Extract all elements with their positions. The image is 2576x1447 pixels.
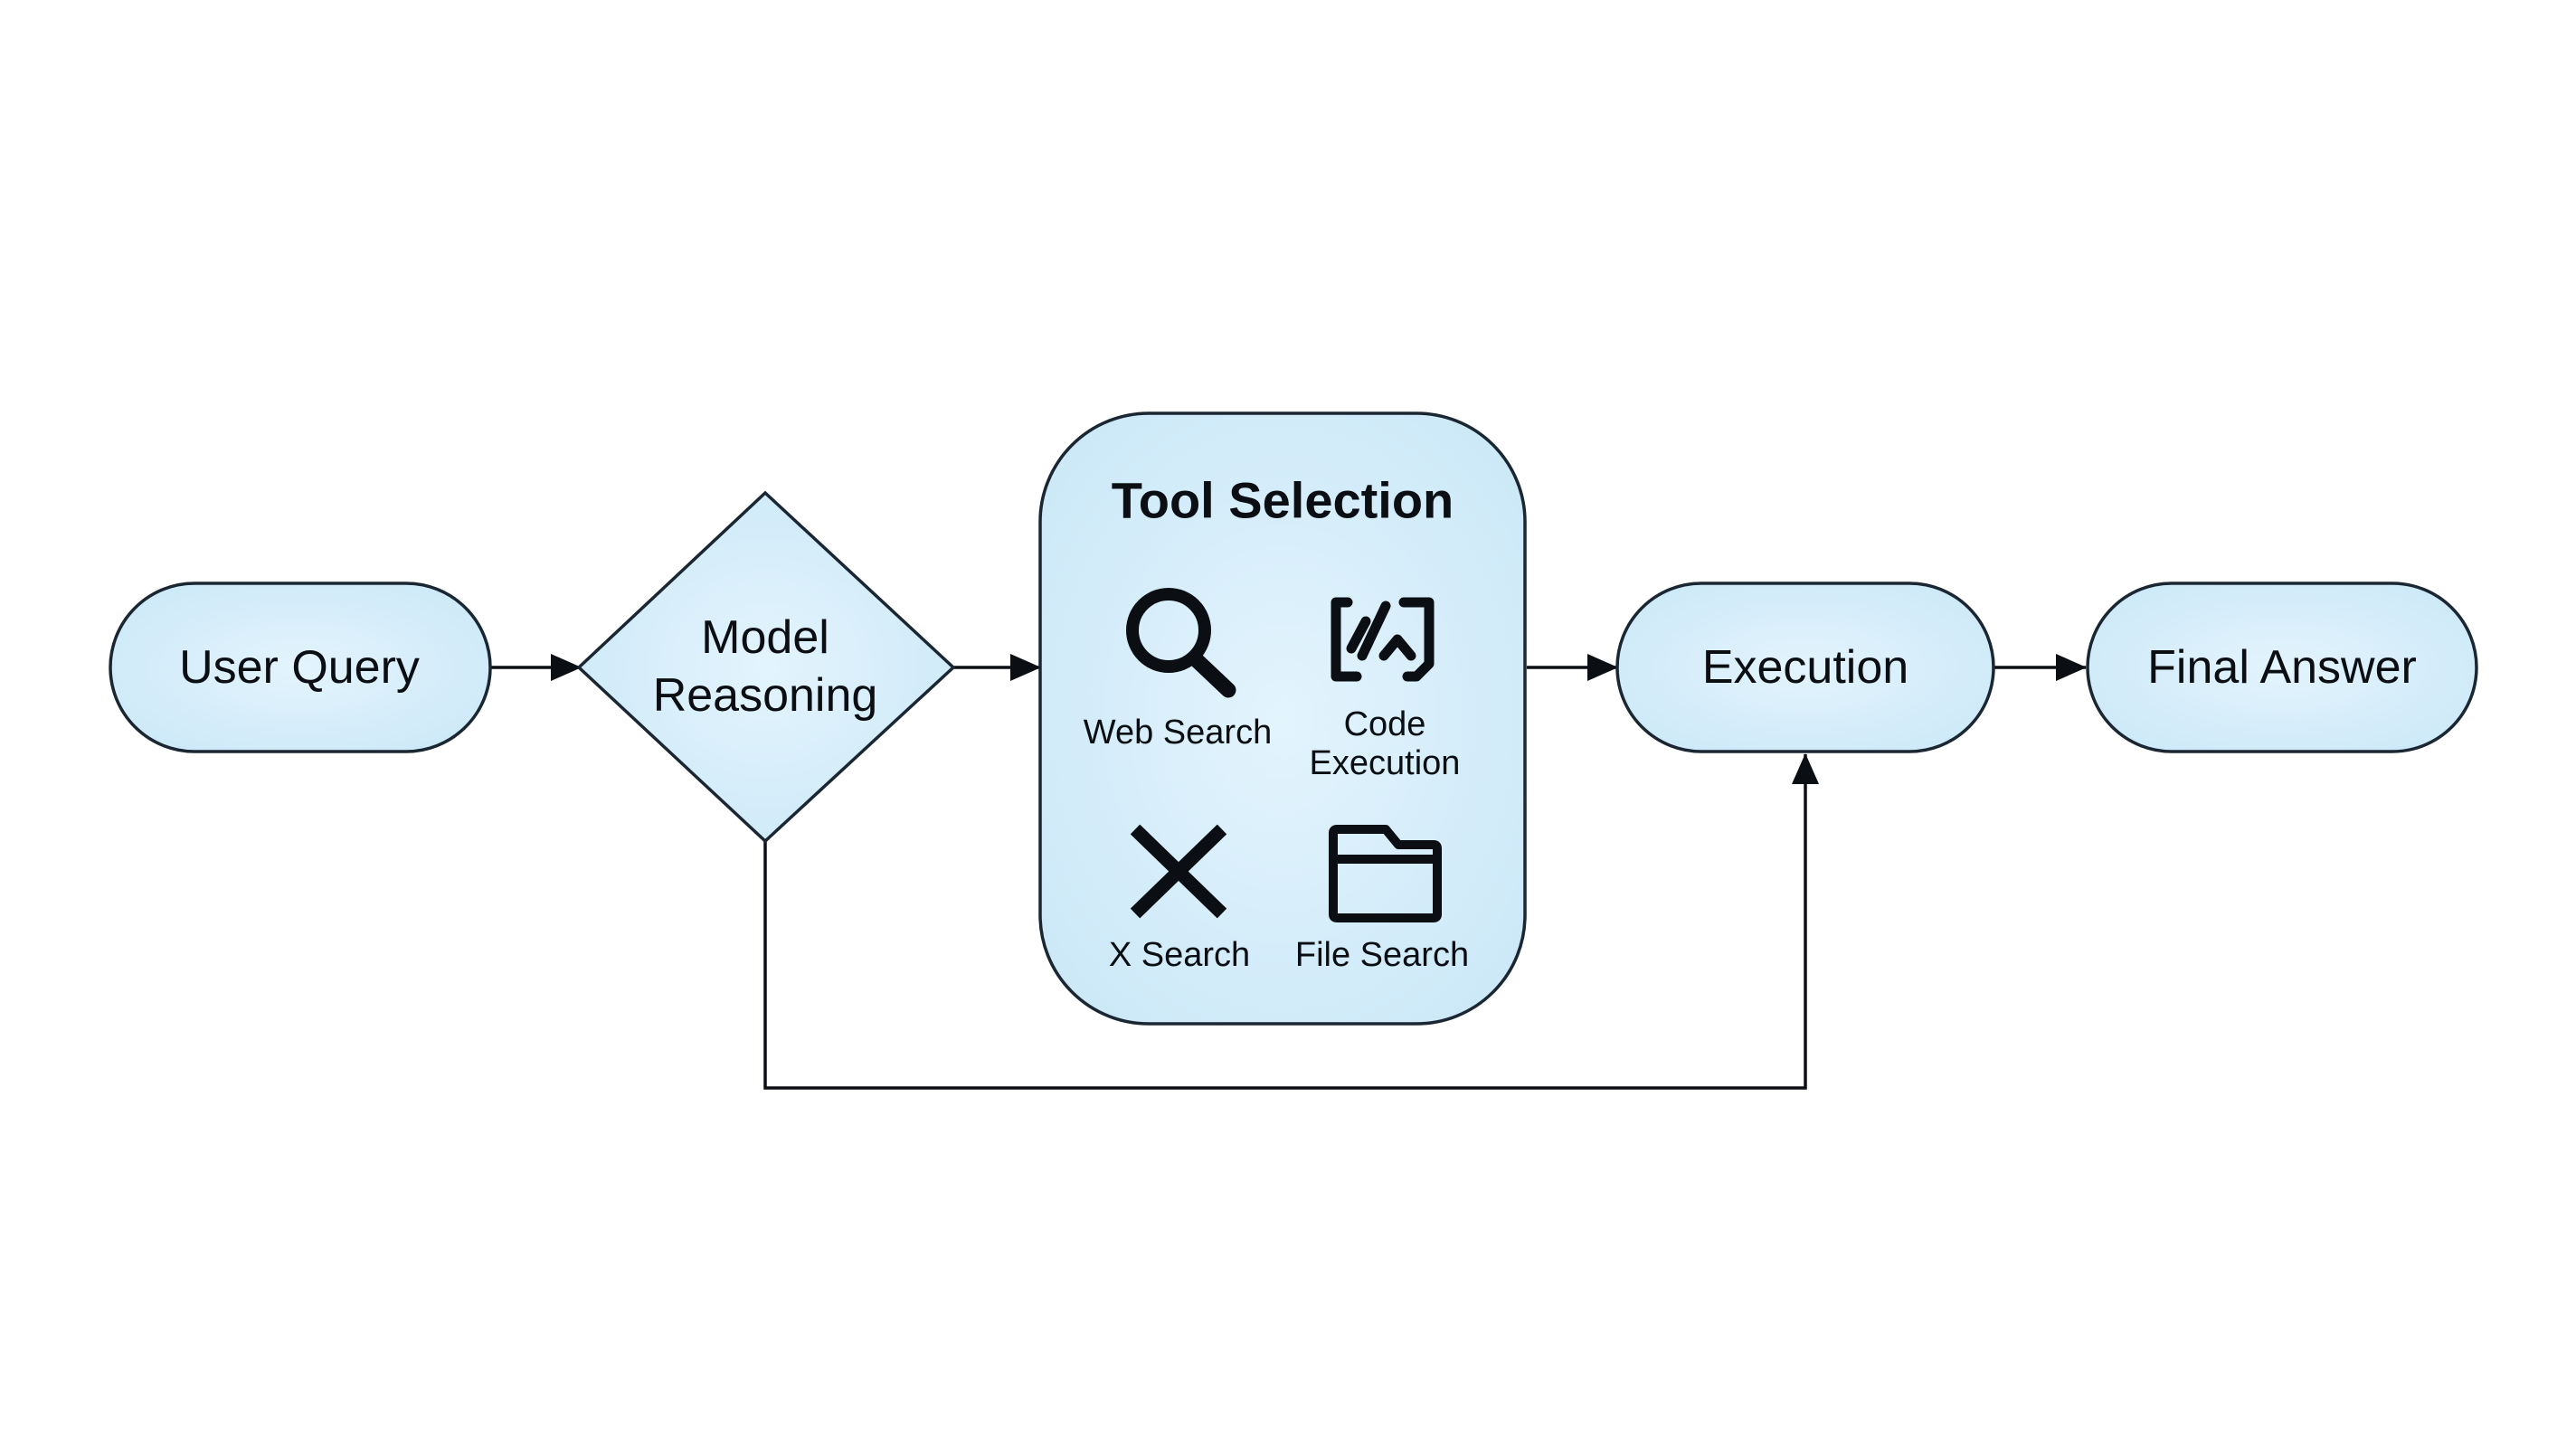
magnifier-icon xyxy=(1126,588,1236,698)
node-tool-selection: Tool Selection Web Search Code Execution xyxy=(1038,411,1527,1026)
user-query-shape xyxy=(109,582,492,753)
tool-label: Web Search xyxy=(1084,714,1272,752)
node-user-query: User Query xyxy=(109,582,492,753)
node-final-answer: Final Answer xyxy=(2086,582,2478,753)
model-reasoning-label-line2: Reasoning xyxy=(653,669,878,722)
tool-label: Execution xyxy=(1310,744,1461,782)
final-answer-label: Final Answer xyxy=(2147,641,2417,694)
tool-selection-panel xyxy=(1038,411,1527,1026)
tool-label: Code xyxy=(1344,705,1426,743)
tool-label: X Search xyxy=(1109,936,1250,974)
model-reasoning-diamond xyxy=(576,490,956,844)
tool-code-execution: Code Execution xyxy=(1310,597,1461,782)
execution-shape xyxy=(1615,582,1995,753)
connectors xyxy=(490,654,2087,1090)
node-execution: Execution xyxy=(1615,582,1995,753)
arrow-model-reasoning-to-execution-bypass xyxy=(763,753,1819,1090)
folder-icon xyxy=(1329,825,1442,922)
node-model-reasoning: Model Reasoning xyxy=(576,490,956,844)
model-reasoning-label-line1: Model xyxy=(701,611,829,664)
x-icon xyxy=(1130,824,1227,919)
tool-label: File Search xyxy=(1295,936,1469,974)
user-query-label: User Query xyxy=(179,641,420,694)
tool-x-search: X Search xyxy=(1109,824,1250,974)
tool-web-search: Web Search xyxy=(1084,588,1272,752)
final-answer-shape xyxy=(2086,582,2478,753)
code-icon xyxy=(1331,597,1435,682)
execution-label: Execution xyxy=(1702,641,1908,694)
tool-selection-title: Tool Selection xyxy=(1112,472,1454,529)
tool-file-search: File Search xyxy=(1295,825,1469,974)
